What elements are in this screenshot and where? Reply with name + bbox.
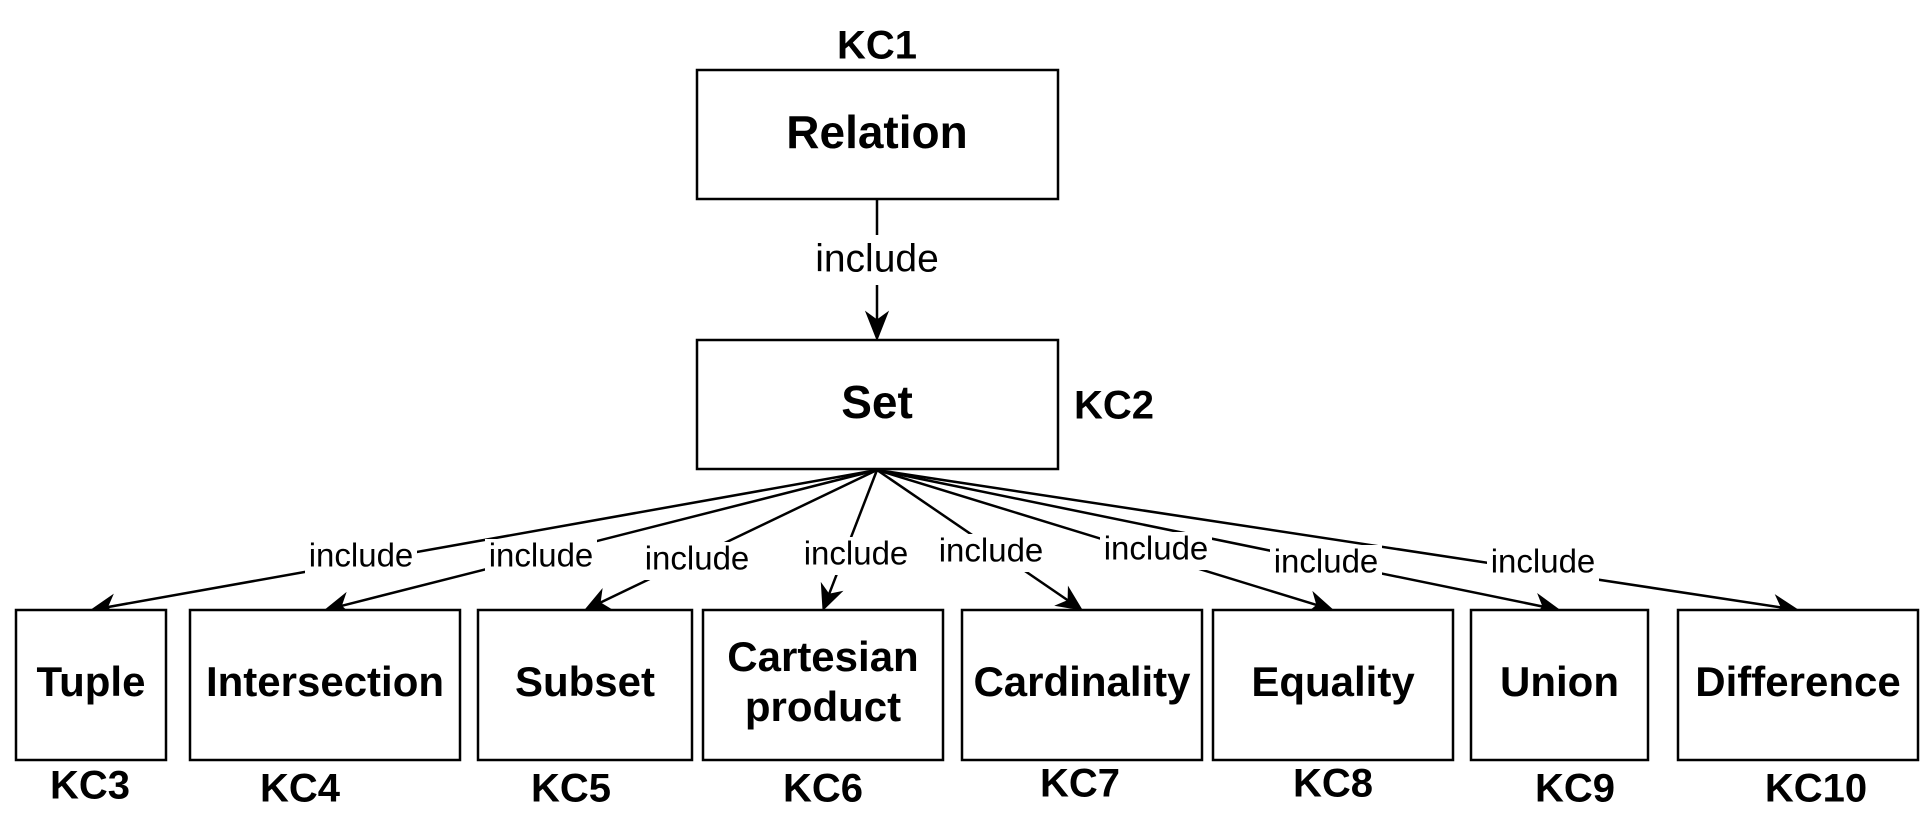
node-set: Set [695,338,1060,471]
arrowhead-cartesian-product [820,581,844,612]
node-equality: Equality [1211,608,1455,762]
node-union: Union [1469,608,1650,762]
edge-label-tuple: include [309,537,414,574]
node-equality-label: Equality [1251,658,1415,705]
node-intersection-box [188,608,462,762]
kc-label-tuple: KC3 [50,764,130,808]
edge-label-subset: include [645,540,750,577]
kc-label-set: KC2 [1074,384,1154,428]
edge-label-background [1270,545,1382,583]
kc-label-subset: KC5 [531,767,611,811]
node-tuple: Tuple [14,608,168,762]
node-union-box [1469,608,1650,762]
kc-label-cartesian-product: KC6 [783,767,863,811]
node-cardinality-label: Cardinality [973,658,1191,705]
edge-label-background [1100,532,1212,570]
edge-label-cardinality: include [939,532,1044,569]
edge-label-background [305,539,417,577]
edge-line-difference [876,468,1782,609]
edge-label-difference: include [1491,543,1596,580]
kc-label-relation: KC1 [837,24,917,68]
node-relation-label: Relation [786,106,967,158]
node-difference: Difference [1676,608,1920,762]
node-equality-box [1211,608,1455,762]
edge-label-background [800,537,912,575]
node-cardinality-box [960,608,1204,762]
arrowhead [864,310,890,342]
node-cartesian-product-box [701,608,945,762]
edge-label-background [1487,545,1599,583]
node-subset-label: Subset [515,658,655,705]
child-edge-labels: include include include include include inclu… [305,530,1599,583]
edge-line-subset [599,468,878,604]
node-cartesian-product-label: Cartesian [727,633,918,680]
node-set-label: Set [841,376,913,428]
edge-label-equality: include [1104,530,1209,567]
node-relation-box [695,68,1060,201]
node-relation: Relation [695,68,1060,201]
node-subset-box [476,608,694,762]
node-cardinality: Cardinality [960,608,1204,762]
edge-label-background [935,534,1047,572]
edge-label-background [485,539,597,577]
edge-label-relation-set: include [815,237,939,280]
node-cartesian-product-label: product [745,683,901,730]
edge-line-equality [876,468,1318,607]
edge-label-intersection: include [489,537,594,574]
kc-label-union: KC9 [1535,767,1615,811]
edge-relation-set: include [815,199,939,342]
edge-label-background [815,235,939,285]
edge-line-tuple [107,468,878,609]
node-intersection-label: Intersection [206,658,444,705]
kc-label-intersection: KC4 [260,767,341,811]
arrowhead-cardinality [1054,585,1083,611]
kc-label-difference: KC10 [1765,767,1867,811]
kc-label-cardinality: KC7 [1040,762,1120,806]
node-union-label: Union [1500,658,1619,705]
node-difference-label: Difference [1695,658,1900,705]
node-difference-box [1676,608,1920,762]
kc-label-equality: KC8 [1293,762,1373,806]
node-tuple-box [14,608,168,762]
edge-label-background [641,542,753,580]
edge-line-intersection [340,468,878,608]
node-intersection: Intersection [188,608,462,762]
edge-label-union: include [1274,543,1379,580]
node-tuple-label: Tuple [37,658,146,705]
edge-label-cartesian-product: include [804,535,909,572]
node-subset: Subset [476,608,694,762]
node-set-box [695,338,1060,471]
